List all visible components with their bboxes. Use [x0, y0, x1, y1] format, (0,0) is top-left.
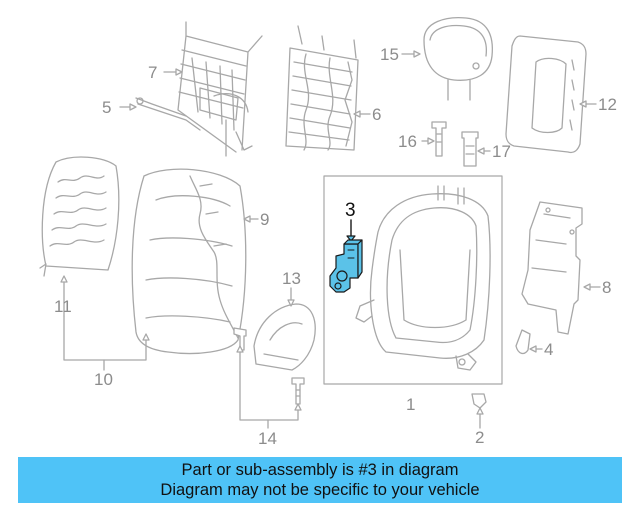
part-1-group-box	[323, 175, 503, 385]
banner-line-2: Diagram may not be specific to your vehi…	[160, 481, 480, 499]
part-15-headrest	[423, 16, 494, 101]
part-12-back-panel	[505, 35, 587, 154]
part-1-seat-back-frame	[355, 185, 491, 371]
part-13-trim-cover	[253, 303, 316, 371]
part-17-headrest-guide	[461, 131, 479, 167]
part-16-headrest-guide	[431, 121, 447, 157]
callout-7: 7	[148, 63, 157, 82]
part-11-seat-back-pad	[39, 156, 120, 277]
callout-14: 14	[258, 429, 277, 448]
part-14-bolts	[233, 327, 305, 405]
callout-6: 6	[372, 105, 381, 124]
callout-labels: 7 5 6 15 12 16 17 9 3 8 4 13 11 10 1 2 1…	[54, 45, 617, 448]
callout-12: 12	[598, 95, 617, 114]
part-5-wire-clip	[135, 97, 201, 131]
part-4-clip	[515, 329, 531, 355]
callout-10: 10	[94, 370, 113, 389]
callout-3: 3	[345, 200, 356, 221]
callout-15: 15	[380, 45, 399, 64]
callout-16: 16	[398, 132, 417, 151]
callout-9: 9	[260, 210, 269, 229]
part-3-recliner-mechanism	[329, 219, 363, 293]
info-banner: Part or sub-assembly is #3 in diagram Di…	[18, 457, 622, 503]
callout-4: 4	[544, 340, 553, 359]
callout-17: 17	[492, 142, 511, 161]
part-7-backrest-wire-frame	[177, 21, 263, 157]
callout-5: 5	[102, 98, 111, 117]
callout-8: 8	[602, 278, 611, 297]
part-9-seat-back-cover	[131, 168, 247, 355]
callout-11: 11	[54, 297, 72, 316]
part-6-lumbar-support	[285, 25, 359, 151]
callout-13: 13	[282, 269, 301, 288]
banner-line-1: Part or sub-assembly is #3 in diagram	[181, 461, 459, 479]
callout-1: 1	[406, 395, 415, 414]
part-8-side-panel	[521, 201, 583, 335]
part-2-bushing	[471, 393, 487, 409]
leader-lines	[60, 50, 601, 429]
callout-2: 2	[475, 428, 484, 447]
